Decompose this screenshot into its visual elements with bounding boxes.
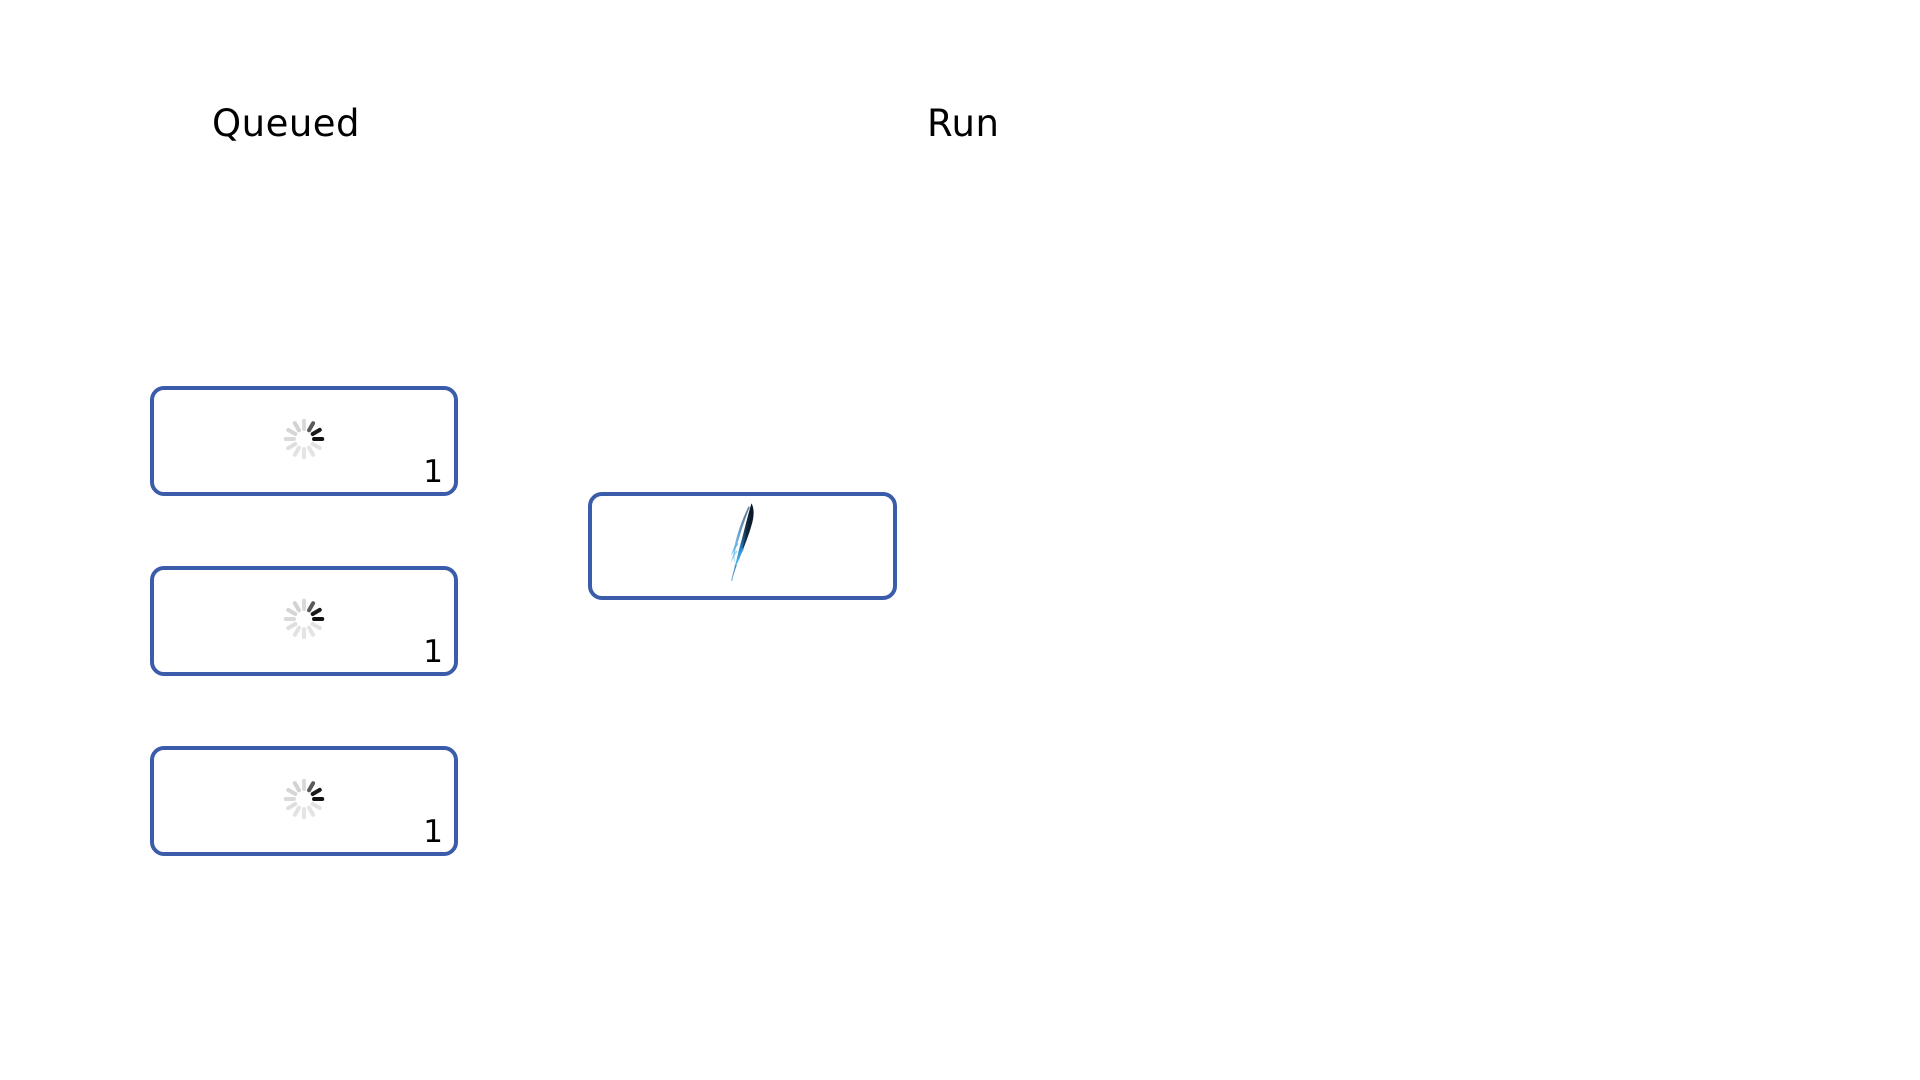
card-count-badge: 1 bbox=[423, 814, 443, 851]
run-card[interactable] bbox=[588, 492, 897, 600]
queued-card[interactable]: 1 bbox=[150, 746, 458, 856]
queued-card[interactable]: 1 bbox=[150, 566, 458, 676]
card-count-badge: 1 bbox=[423, 634, 443, 671]
column-title-queued: Queued bbox=[212, 102, 361, 145]
queued-card[interactable]: 1 bbox=[150, 386, 458, 496]
spinner-icon bbox=[281, 596, 327, 646]
column-title-run: Run bbox=[927, 102, 1000, 145]
spinner-icon bbox=[281, 776, 327, 826]
card-count-badge: 1 bbox=[423, 454, 443, 491]
apache-feather-icon bbox=[726, 502, 760, 590]
spinner-icon bbox=[281, 416, 327, 466]
